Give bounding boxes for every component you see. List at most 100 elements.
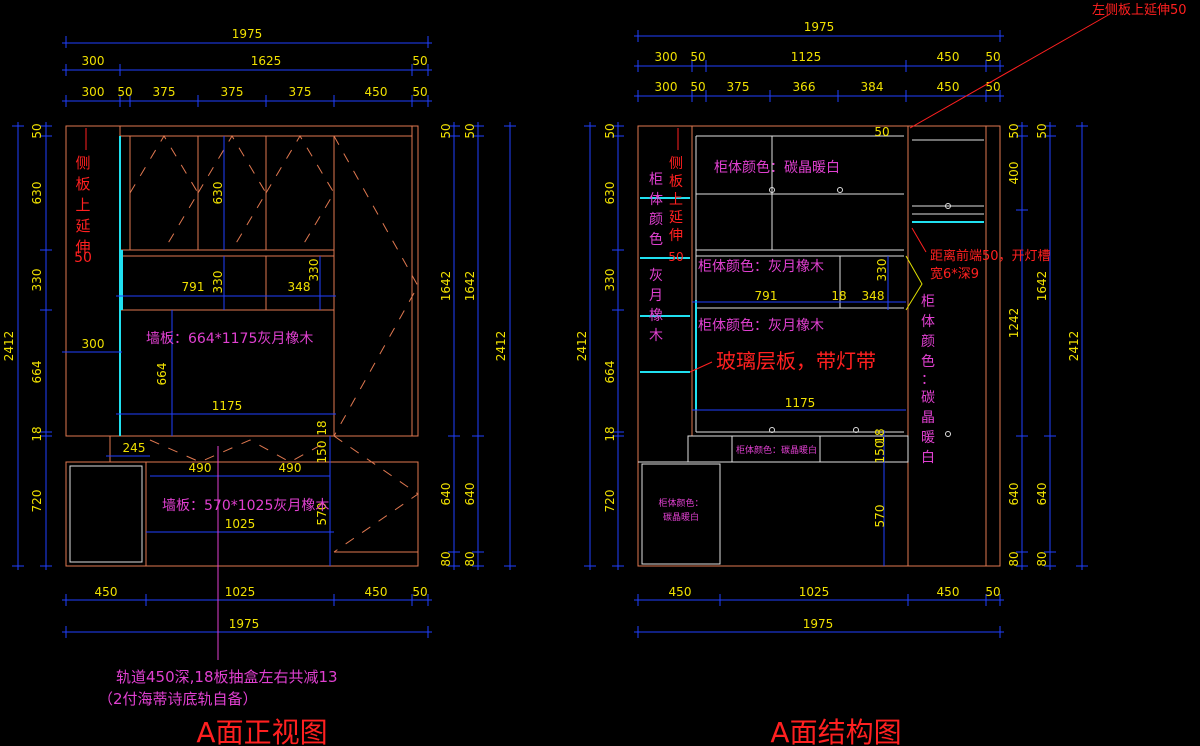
structure-d18b: 18 — [873, 428, 887, 443]
front-left-seg-3: 330 — [30, 269, 44, 292]
front-d348: 348 — [288, 280, 311, 294]
front-notes: 侧 板 上 延 伸 50 墙板：664*1175灰月橡木 墙板：570*1025… — [74, 128, 338, 746]
structure-top2-c: 1125 — [791, 50, 822, 64]
structure-left-color-b2: 月 — [649, 288, 663, 304]
structure-color-mid1: 柜体颜色：灰月橡木 — [698, 258, 824, 275]
front-right-total: 2412 — [494, 331, 508, 362]
front-bottom-b: 1025 — [225, 585, 256, 599]
structure-top-total: 1975 — [804, 20, 835, 34]
structure-d150: 150 — [873, 441, 887, 464]
front-right-seg-3: 640 — [439, 483, 453, 506]
structure-d1175: 1175 — [785, 396, 816, 410]
structure-left-seg-4: 664 — [603, 361, 617, 384]
structure-left-color-b3: 橡 — [649, 308, 663, 324]
front-d630: 630 — [211, 182, 225, 205]
structure-right2-seg-2: 1642 — [1035, 271, 1049, 302]
front-left-seg-5: 18 — [30, 426, 44, 441]
structure-side-ext-1: 侧 — [669, 156, 683, 172]
front-view: 1975 300 1625 50 300 50 375 375 375 450 … — [2, 27, 516, 746]
front-top3-a: 300 — [82, 85, 105, 99]
structure-left-seg-5: 18 — [603, 426, 617, 441]
structure-bottom-b: 1025 — [799, 585, 830, 599]
front-left-seg-2: 630 — [30, 182, 44, 205]
structure-top3-g: 50 — [985, 80, 1000, 94]
structure-right-color-5: ： — [921, 372, 935, 388]
front-d490a: 490 — [189, 461, 212, 475]
structure-color-lower-left-2: 碳晶暖白 — [663, 511, 699, 523]
structure-left-seg-1: 50 — [603, 123, 617, 138]
front-side-ext-5: 伸 — [75, 238, 90, 256]
structure-bottom-total: 1975 — [803, 617, 834, 631]
structure-d18a: 18 — [831, 289, 846, 303]
structure-side-ext-4: 延 — [669, 210, 683, 226]
structure-left-seg-3: 330 — [603, 269, 617, 292]
structure-inner-dims: 50 330 791 18 348 1175 18 150 570 — [692, 125, 906, 566]
front-top2-b: 1625 — [251, 54, 282, 68]
front-side-ext-1: 侧 — [75, 154, 90, 172]
front-right-dims: 50 1642 640 80 50 1642 640 80 2412 — [439, 122, 516, 570]
front-top-dims: 1975 300 1625 50 300 50 375 375 375 450 … — [62, 27, 432, 107]
structure-bottom-c: 450 — [937, 585, 960, 599]
structure-right-seg-5: 80 — [1007, 551, 1021, 566]
front-d18: 18 — [315, 420, 329, 435]
structure-top3-c: 375 — [727, 80, 750, 94]
structure-color-lower-left-1: 柜体颜色： — [658, 497, 703, 509]
structure-color-top: 柜体颜色：碳晶暖白 — [714, 159, 840, 176]
structure-right-color-9: 白 — [921, 450, 935, 466]
structure-right-color-7: 晶 — [921, 410, 935, 426]
front-view-title: A面正视图 — [196, 716, 327, 746]
structure-left-color-a1: 柜 — [649, 172, 663, 188]
structure-d50: 50 — [874, 125, 889, 139]
front-rail-note-1: 轨道450深,18板抽盒左右共减13 — [116, 668, 338, 686]
front-inner-dims: 630 330 330 791 348 300 664 1175 18 245 … — [62, 136, 336, 566]
front-side-ext-4: 延 — [75, 217, 90, 235]
front-d1025: 1025 — [225, 517, 256, 531]
structure-right-color-1: 柜 — [921, 294, 935, 310]
structure-right2-seg-4: 80 — [1035, 551, 1049, 566]
structure-bottom-dims: 450 1025 450 50 1975 — [634, 585, 1004, 638]
structure-left-total: 2412 — [575, 331, 589, 362]
front-bottom-c: 450 — [365, 585, 388, 599]
structure-left-dims: 2412 50 630 330 664 18 720 — [575, 122, 624, 570]
front-right2-seg-1: 50 — [463, 123, 477, 138]
structure-light-note-2: 宽6*深9 — [930, 266, 979, 282]
structure-view-title: A面结构图 — [770, 716, 901, 746]
structure-left-color-a4: 色 — [649, 231, 663, 248]
structure-right-seg-2: 400 — [1007, 162, 1021, 185]
front-bottom-total: 1975 — [229, 617, 260, 631]
front-d1175: 1175 — [212, 399, 243, 413]
structure-right-seg-4: 640 — [1007, 483, 1021, 506]
front-d791: 791 — [182, 280, 205, 294]
front-d245: 245 — [123, 441, 146, 455]
front-top3-d: 375 — [221, 85, 244, 99]
structure-top2-a: 300 — [655, 50, 678, 64]
front-bottom-dims: 450 1025 450 50 1975 — [62, 585, 432, 638]
front-d570: 570 — [315, 503, 329, 526]
structure-top2-b: 50 — [690, 50, 705, 64]
structure-bottom-d: 50 — [985, 585, 1000, 599]
structure-light-note-1: 距离前端50，开灯槽 — [930, 248, 1051, 264]
structure-cabinet — [637, 125, 1001, 567]
structure-right-color-3: 颜 — [921, 334, 935, 350]
front-top2-c: 50 — [412, 54, 427, 68]
front-top3-e: 375 — [289, 85, 312, 99]
structure-left-color-a3: 颜 — [649, 212, 663, 228]
structure-top3-d: 366 — [793, 80, 816, 94]
structure-d348: 348 — [862, 289, 885, 303]
front-d330a: 330 — [211, 271, 225, 294]
structure-right-seg-3: 1242 — [1007, 308, 1021, 339]
front-bottom-d: 50 — [412, 585, 427, 599]
structure-top3-f: 450 — [937, 80, 960, 94]
structure-left-color-a2: 体 — [649, 192, 663, 208]
front-bottom-a: 450 — [95, 585, 118, 599]
structure-top2-d: 450 — [937, 50, 960, 64]
structure-right2-seg-3: 640 — [1035, 483, 1049, 506]
front-right2-seg-3: 640 — [463, 483, 477, 506]
front-top3-g: 50 — [412, 85, 427, 99]
front-right-seg-2: 1642 — [439, 271, 453, 302]
front-right2-seg-2: 1642 — [463, 271, 477, 302]
front-left-seg-1: 50 — [30, 123, 44, 138]
front-cabinet — [65, 125, 419, 567]
structure-notes: 左侧板上延伸50 侧 板 上 延 伸 50 柜 体 颜 色 灰 月 橡 木 柜体… — [649, 3, 1187, 746]
structure-side-ext-3: 上 — [669, 192, 683, 208]
